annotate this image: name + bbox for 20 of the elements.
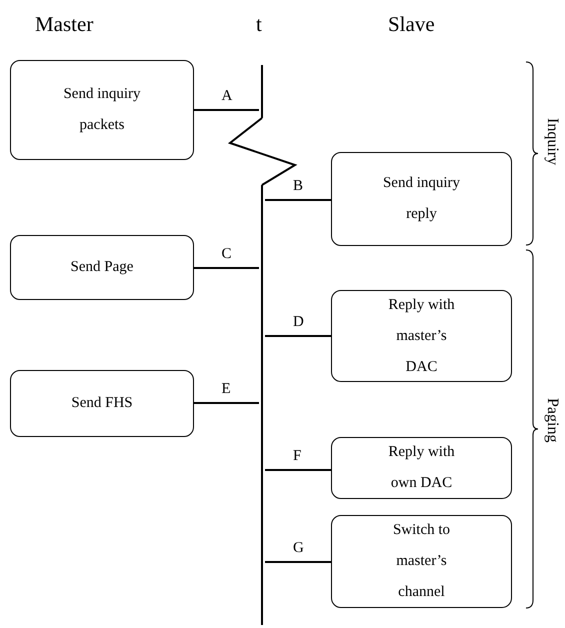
process-box: Reply with master’s DAC bbox=[331, 290, 512, 382]
process-box: Send FHS bbox=[10, 370, 194, 437]
connector-line bbox=[265, 335, 331, 337]
phase-label: Inquiry bbox=[543, 118, 561, 166]
connector-line bbox=[194, 109, 259, 111]
column-heading: Master bbox=[35, 12, 94, 37]
connector-line bbox=[194, 402, 259, 404]
process-box: Send inquiry packets bbox=[10, 60, 194, 160]
connector-line bbox=[265, 469, 331, 471]
connector-line bbox=[265, 199, 331, 201]
process-box: Send inquiry reply bbox=[331, 152, 512, 246]
axis-label: t bbox=[256, 12, 262, 37]
process-box: Reply with own DAC bbox=[331, 437, 512, 499]
process-box: Send Page bbox=[10, 235, 194, 300]
timeline-axis bbox=[259, 65, 265, 625]
connector-line bbox=[194, 267, 259, 269]
process-box: Switch to master’s channel bbox=[331, 515, 512, 608]
phase-label: Paging bbox=[543, 398, 561, 442]
column-heading: Slave bbox=[388, 12, 435, 37]
connector-line bbox=[265, 561, 331, 563]
